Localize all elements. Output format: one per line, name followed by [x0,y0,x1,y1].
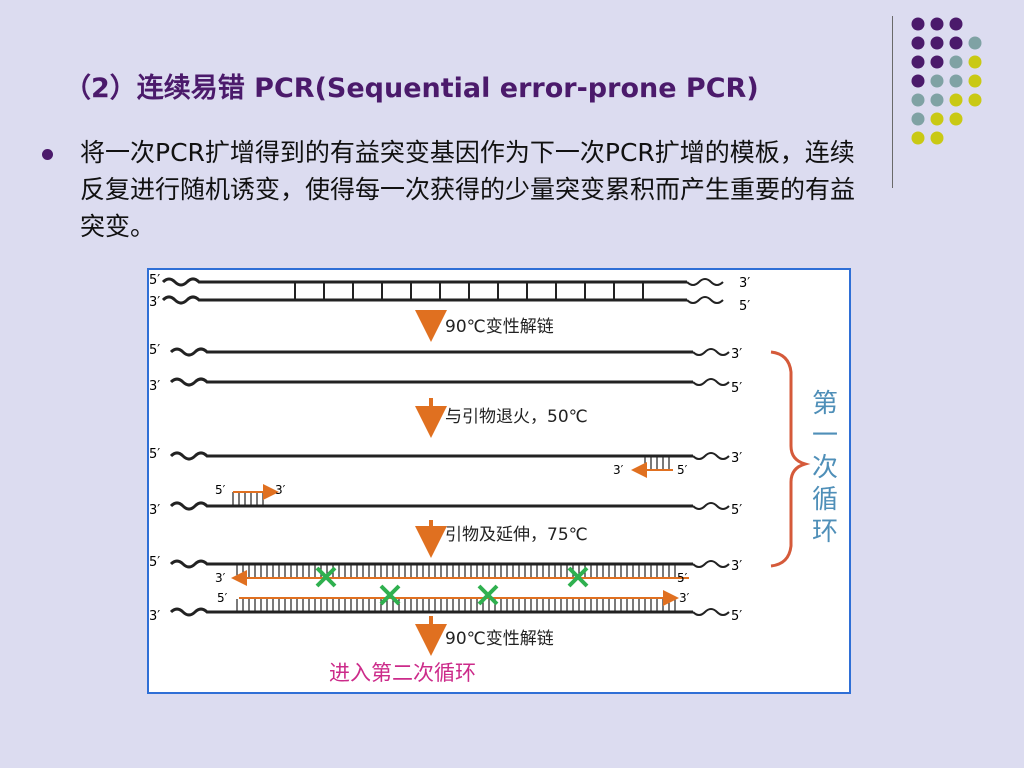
strand-tail [692,560,730,568]
label-3-prime: 3′ [149,379,160,394]
decor-dot [911,131,925,145]
decor-dot [949,93,963,107]
strand-line [169,501,693,511]
decor-dot [911,36,925,50]
label-3-prime: 3′ [149,609,160,624]
pcr-diagram: 5′ 3′ 3′ 5′ 90℃变性解链 5′ 3′ 3′ 5′ 与引物退火，50… [147,268,851,694]
label-3-prime: 3′ [149,503,160,518]
label-5-prime: 5′ [677,463,688,477]
decor-dot [911,112,925,126]
pcr-diagram-svg: 5′ 3′ 3′ 5′ 90℃变性解链 5′ 3′ 3′ 5′ 与引物退火，50… [149,273,838,685]
cycle-label-char: 次 [812,453,838,483]
label-3-prime: 3′ [679,591,690,605]
decor-dot [911,55,925,69]
mutation-x-icon [567,566,589,588]
label-3-prime: 3′ [731,347,742,362]
strand-tail [692,502,730,510]
strand-line [169,607,693,617]
label-5-prime: 5′ [149,555,160,570]
mutation-x-icon [477,584,499,606]
decor-dot [930,36,944,50]
decor-dot [949,74,963,88]
separated-strands: 5′ 3′ 3′ 5′ [149,343,742,396]
decor-dot [968,36,982,50]
primer-right [631,456,673,478]
decor-dot [949,36,963,50]
decor-dot [911,74,925,88]
cycle-label-char: 一 [812,421,838,451]
strand-tail [692,378,730,386]
cycle-label-char: 环 [812,517,838,547]
new-strand-rungs [236,565,676,577]
label-3-prime: 3′ [149,295,160,310]
decorative-dot-grid [911,17,982,145]
decor-dot [930,17,944,31]
strand-tail [686,296,724,304]
step-extend: 引物及延伸，75℃ [445,525,588,545]
label-3-prime: 3′ [613,463,624,477]
strand-line [161,277,687,287]
decor-dot [949,112,963,126]
strand-tail [692,608,730,616]
cycle-label-char: 循 [812,485,838,515]
strand-line [169,377,693,387]
slide-title: （2）连续易错 PCR(Sequential error-prone PCR) [64,73,759,104]
bullet-item: 将一次PCR扩增得到的有益突变基因作为下一次PCR扩增的模板，连续反复进行随机诱… [42,134,872,245]
primer-annealing: 5′ 3′ 3′ 5′ 3′ 5′ 5′ 3′ [149,447,742,518]
header-divider [892,16,893,188]
step-denature-again: 90℃变性解链 [445,629,554,649]
step-denature: 90℃变性解链 [445,317,554,337]
label-5-prime: 5′ [739,299,750,314]
strand-line [169,347,693,357]
label-5-prime: 5′ [215,483,226,497]
decor-dot [911,93,925,107]
strand-line [169,451,693,461]
strand-tail [686,278,724,286]
primer-left [232,484,279,506]
strand-tail [692,452,730,460]
decor-dot [968,93,982,107]
strand-line [161,295,687,305]
decor-dot [949,55,963,69]
step-anneal: 与引物退火，50℃ [445,407,588,427]
label-3-prime: 3′ [215,571,226,585]
decor-dot [930,93,944,107]
label-5-prime: 5′ [731,381,742,396]
label-3-prime: 3′ [731,559,742,574]
new-strand-rungs [236,599,676,611]
bullet-dot-icon [42,149,53,160]
double-strand-template: 5′ 3′ 3′ 5′ [149,273,750,314]
label-5-prime: 5′ [677,571,688,585]
next-cycle-label: 进入第二次循环 [329,661,476,685]
label-5-prime: 5′ [149,343,160,358]
label-3-prime: 3′ [739,276,750,291]
decor-dot [930,112,944,126]
label-3-prime: 3′ [731,451,742,466]
mutation-marks [315,566,589,606]
decor-dot [930,74,944,88]
bullet-text: 将一次PCR扩增得到的有益突变基因作为下一次PCR扩增的模板，连续反复进行随机诱… [80,138,856,241]
mutation-x-icon [315,566,337,588]
cycle-bracket [770,350,811,568]
extension-products: 5′ 3′ 3′ 5′ 3′ 5′ 5′ 3′ [149,555,742,624]
strand-tail [692,348,730,356]
base-pair-rungs [294,283,644,299]
label-5-prime: 5′ [149,447,160,462]
label-5-prime: 5′ [731,609,742,624]
decor-dot [911,17,925,31]
decor-dot [949,17,963,31]
strand-line [169,559,693,569]
label-5-prime: 5′ [149,273,160,288]
decor-dot [968,55,982,69]
label-3-prime: 3′ [275,483,286,497]
decor-dot [930,55,944,69]
decor-dot [968,74,982,88]
decor-dot [930,131,944,145]
label-5-prime: 5′ [217,591,228,605]
mutation-x-icon [379,584,401,606]
label-5-prime: 5′ [731,503,742,518]
cycle-label-char: 第 [812,389,838,419]
